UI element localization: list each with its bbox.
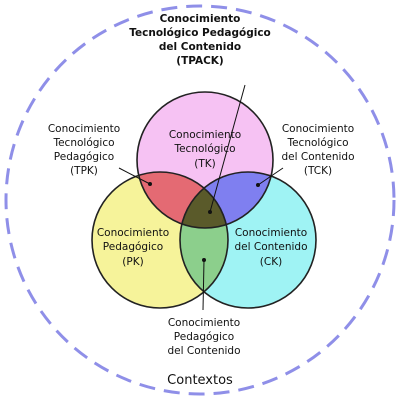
ck-label-line3: (CK) (260, 256, 282, 268)
contexts-label: Contextos (167, 373, 233, 388)
tk-outline (136, 91, 274, 229)
contexts-circle (4, 4, 396, 396)
tpack-label-line2: Tecnológico Pedagógico (129, 27, 271, 39)
tck-dot (256, 183, 260, 187)
ck-label-line1: Conocimiento (235, 227, 307, 239)
pk-label-line1: Conocimiento (97, 227, 169, 239)
tpk-label-line1: Conocimiento (48, 123, 120, 135)
pck-dot (202, 258, 206, 262)
pck-leader (202, 259, 205, 311)
tpk-leader (118, 167, 151, 185)
ck-label-line2: del Contenido (234, 241, 307, 253)
ck-outline (179, 171, 317, 309)
tpack-dot (208, 210, 212, 214)
tpk-label-line4: (TPK) (70, 165, 98, 177)
tk-label-line2: Tecnológico (173, 143, 235, 155)
tpk-label-line2: Tecnológico (52, 137, 114, 149)
tk-label-line3: (TK) (194, 158, 216, 170)
tpack-region (180, 172, 228, 228)
pk-label-line3: (PK) (122, 256, 143, 268)
tck-label-line2: Tecnológico (286, 137, 348, 149)
tpk-dot (148, 182, 152, 186)
pck-label-line2: Pedagógico (174, 331, 234, 343)
tpack-label-line3: del Contenido (159, 41, 241, 53)
tpack-leader (209, 84, 246, 213)
pk-outline (91, 171, 229, 309)
tck-label-line3: del Contenido (281, 151, 354, 163)
pck-label-line1: Conocimiento (168, 317, 240, 329)
pck-label-line3: del Contenido (167, 345, 240, 357)
tk-label-line1: Conocimiento (169, 129, 241, 141)
tpack-label-line1: Conocimiento (160, 13, 241, 25)
pk-label-line2: Pedagógico (103, 241, 163, 253)
tpack-label-line4: (TPACK) (176, 55, 223, 67)
tck-leader (257, 167, 284, 186)
tpk-label-line3: Pedagógico (54, 151, 114, 163)
tck-label-line4: (TCK) (304, 165, 332, 177)
tck-label-line1: Conocimiento (282, 123, 354, 135)
